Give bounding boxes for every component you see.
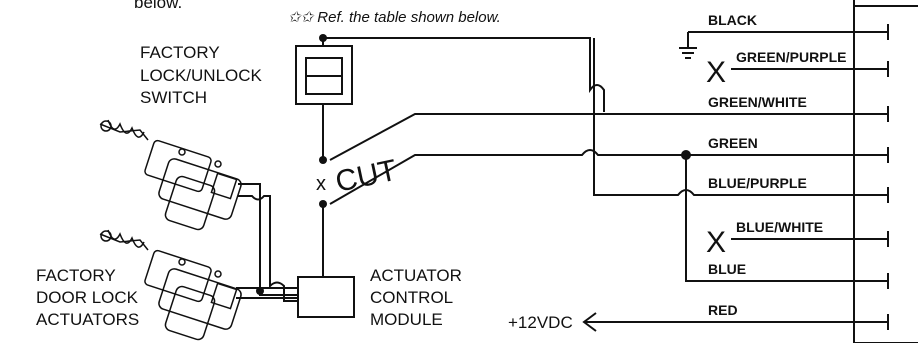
- reference-note: ✩✩ Ref. the table shown below.: [288, 9, 501, 26]
- blue-white-cut-marker: X: [706, 226, 726, 259]
- wire-labels: BLACK GREEN/PURPLE GREEN/WHITE GREEN BLUE/PU…: [708, 12, 846, 318]
- cut-x-marker: x: [316, 173, 326, 195]
- wire-label-2: GREEN/WHITE: [708, 94, 807, 110]
- factory-switch: [295, 34, 353, 164]
- wire-label-0: BLACK: [708, 12, 757, 28]
- black-wire: [679, 31, 888, 59]
- power-label: +12VDC: [508, 313, 573, 332]
- actuators-label-line-1: FACTORY: [36, 266, 116, 285]
- cut-label: CUT: [333, 154, 400, 199]
- wire-label-3: GREEN: [708, 135, 758, 151]
- wire-label-7: RED: [708, 302, 738, 318]
- green-purple-cut-marker: X: [706, 56, 726, 89]
- switch-label-line-2: LOCK/UNLOCK: [140, 66, 263, 85]
- upper-actuator-drawing: [99, 119, 242, 231]
- actuator-wiring: [236, 183, 298, 302]
- connector-block: [853, 0, 918, 343]
- blue-run: [685, 155, 888, 282]
- switch-label-line-3: SWITCH: [140, 88, 207, 107]
- green-white-wire: [323, 37, 605, 112]
- module-label-line-2: CONTROL: [370, 288, 453, 307]
- lower-actuator-drawing: [99, 229, 242, 341]
- module-label-line-1: ACTUATOR: [370, 266, 462, 285]
- wire-label-1: GREEN/PURPLE: [736, 49, 846, 65]
- top-note: below.: [134, 0, 182, 12]
- junction-dot: [681, 150, 691, 160]
- wire-label-5: BLUE/WHITE: [736, 219, 823, 235]
- actuator-control-module: [297, 200, 355, 318]
- actuators-label-line-2: DOOR LOCK: [36, 288, 139, 307]
- red-wire: [582, 312, 888, 332]
- switch-label-line-1: FACTORY: [140, 43, 220, 62]
- actuators-label-line-3: ACTUATORS: [36, 310, 139, 329]
- wire-label-6: BLUE: [708, 261, 746, 277]
- green-white-run: [329, 113, 888, 161]
- wire-label-4: BLUE/PURPLE: [708, 175, 807, 191]
- module-label-line-3: MODULE: [370, 310, 443, 329]
- green-run: [329, 149, 888, 205]
